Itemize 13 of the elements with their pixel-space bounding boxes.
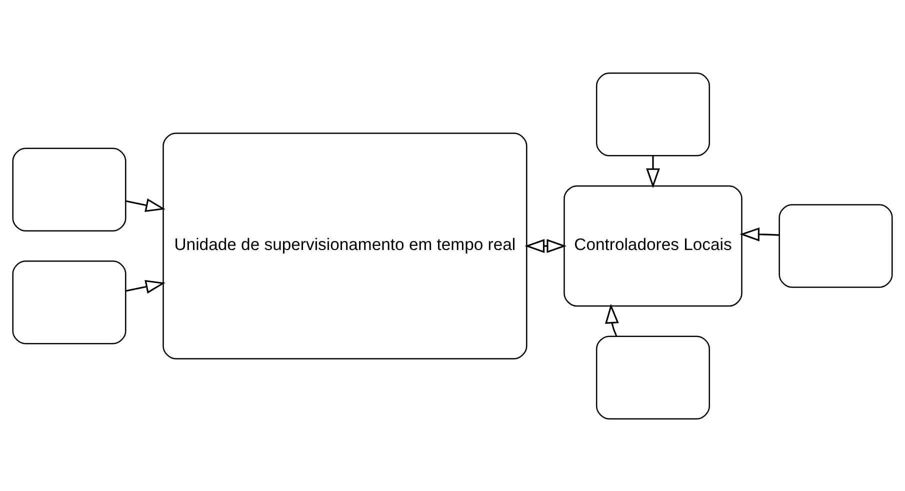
arrow — [126, 198, 166, 212]
arrow — [605, 303, 619, 336]
node-box — [596, 72, 710, 156]
node-box — [12, 260, 126, 344]
arrow — [524, 238, 567, 252]
arrow — [740, 226, 779, 241]
arrow — [126, 279, 166, 294]
arrow — [646, 155, 660, 188]
node-box — [778, 204, 893, 288]
node-box — [596, 335, 710, 419]
node-box: Unidade de supervisionamento em tempo real — [162, 132, 528, 359]
node-box: Controladores Locais — [564, 184, 742, 306]
node-box — [12, 147, 126, 231]
